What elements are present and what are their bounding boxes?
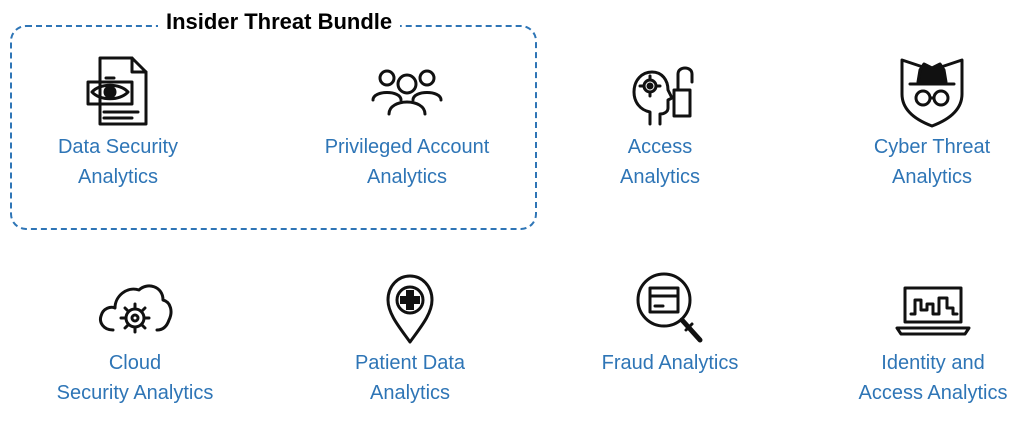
- tile-cyber-threat-analytics[interactable]: Cyber Threat Analytics: [812, 52, 1024, 192]
- tile-label: Identity and Access Analytics: [858, 352, 1008, 404]
- document-eye-icon: [86, 56, 148, 126]
- tile-fraud-analytics[interactable]: Fraud Analytics: [550, 268, 790, 378]
- tile-identity-and-access-analytics[interactable]: Identity and Access Analytics: [813, 268, 1024, 408]
- credit-card-magnifier-icon: [636, 272, 703, 343]
- spy-shield-icon: [900, 58, 964, 128]
- tile-label: Cyber Threat Analytics: [873, 136, 991, 188]
- tile-label: Privileged Account Analytics: [324, 136, 490, 188]
- head-gears-lock-icon: [632, 66, 694, 126]
- laptop-activity-chart-icon: [895, 286, 971, 336]
- tile-patient-data-analytics[interactable]: Patient Data Analytics: [290, 268, 530, 408]
- user-group-icon: [371, 69, 443, 116]
- tile-label: Access Analytics: [619, 136, 701, 188]
- tile-data-security-analytics[interactable]: Data Security Analytics: [0, 52, 238, 192]
- cloud-gear-icon: [99, 284, 173, 334]
- tile-access-analytics[interactable]: Access Analytics: [540, 52, 780, 192]
- tile-label: Data Security Analytics: [57, 136, 179, 188]
- tile-cloud-security-analytics[interactable]: Cloud Security Analytics: [15, 268, 255, 408]
- tile-label: Cloud Security Analytics: [56, 352, 214, 404]
- tile-label: Patient Data Analytics: [354, 352, 466, 404]
- tile-label: Fraud Analytics: [601, 352, 739, 374]
- medical-location-pin-icon: [386, 274, 434, 344]
- bundle-title: Insider Threat Bundle: [158, 7, 401, 37]
- tile-privileged-account-analytics[interactable]: Privileged Account Analytics: [287, 52, 527, 192]
